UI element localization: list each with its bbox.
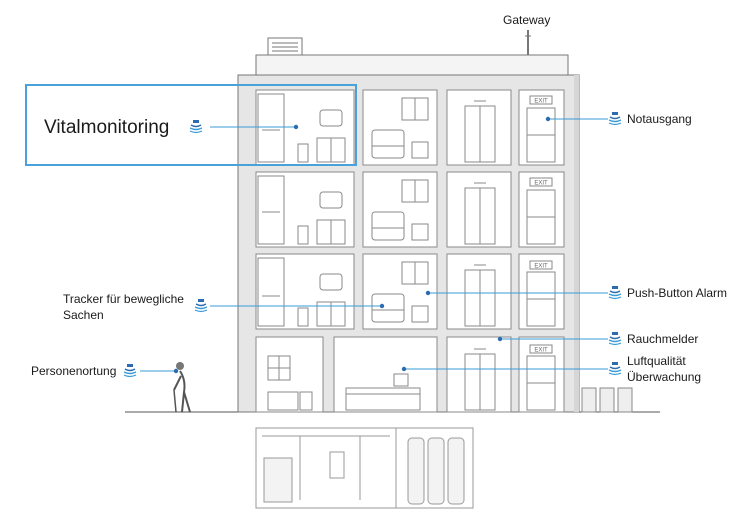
exit-sign: EXIT bbox=[534, 348, 548, 354]
person-icon bbox=[173, 362, 191, 413]
label-gateway: Gateway bbox=[503, 13, 551, 27]
sensor-icon bbox=[194, 298, 208, 313]
exit-sign: EXIT bbox=[534, 264, 548, 270]
ground-floor-office bbox=[267, 355, 421, 411]
vitalmonitoring-highlight bbox=[25, 84, 357, 166]
trash-bin-icon bbox=[599, 387, 615, 413]
basement bbox=[255, 427, 474, 509]
rooms bbox=[255, 89, 565, 413]
exit-doors bbox=[526, 95, 556, 411]
label-rauchmelder: Rauchmelder bbox=[627, 332, 699, 346]
sensor-icon bbox=[608, 361, 622, 376]
connector-lines bbox=[140, 118, 608, 372]
label-personenortung: Personenortung bbox=[31, 364, 117, 378]
label-vitalmonitoring: Vitalmonitoring bbox=[44, 117, 170, 138]
label-push-button-alarm: Push-Button Alarm bbox=[627, 286, 728, 300]
label-tracker-line2: Sachen bbox=[63, 308, 104, 322]
sensor-icon bbox=[608, 111, 622, 126]
label-tracker-line1: Tracker für bewegliche bbox=[63, 292, 184, 306]
exit-sign: EXIT bbox=[534, 181, 548, 187]
sensor-icon bbox=[608, 285, 622, 300]
trash-bin-icon bbox=[581, 387, 597, 413]
bathroom-fixtures bbox=[257, 93, 346, 327]
roof bbox=[255, 30, 569, 76]
elevators bbox=[464, 100, 496, 411]
label-notausgang: Notausgang bbox=[627, 112, 692, 126]
trash-bin-icon bbox=[617, 387, 633, 413]
label-luftqualitaet-line1: Luftqualität bbox=[627, 354, 686, 368]
sensor-icon bbox=[608, 331, 622, 346]
label-luftqualitaet-line2: Überwachung bbox=[627, 370, 702, 384]
sensor-icon bbox=[123, 363, 137, 378]
connector-dots bbox=[173, 116, 551, 374]
exit-sign: EXIT bbox=[534, 99, 548, 105]
bedroom-furniture bbox=[371, 97, 429, 323]
